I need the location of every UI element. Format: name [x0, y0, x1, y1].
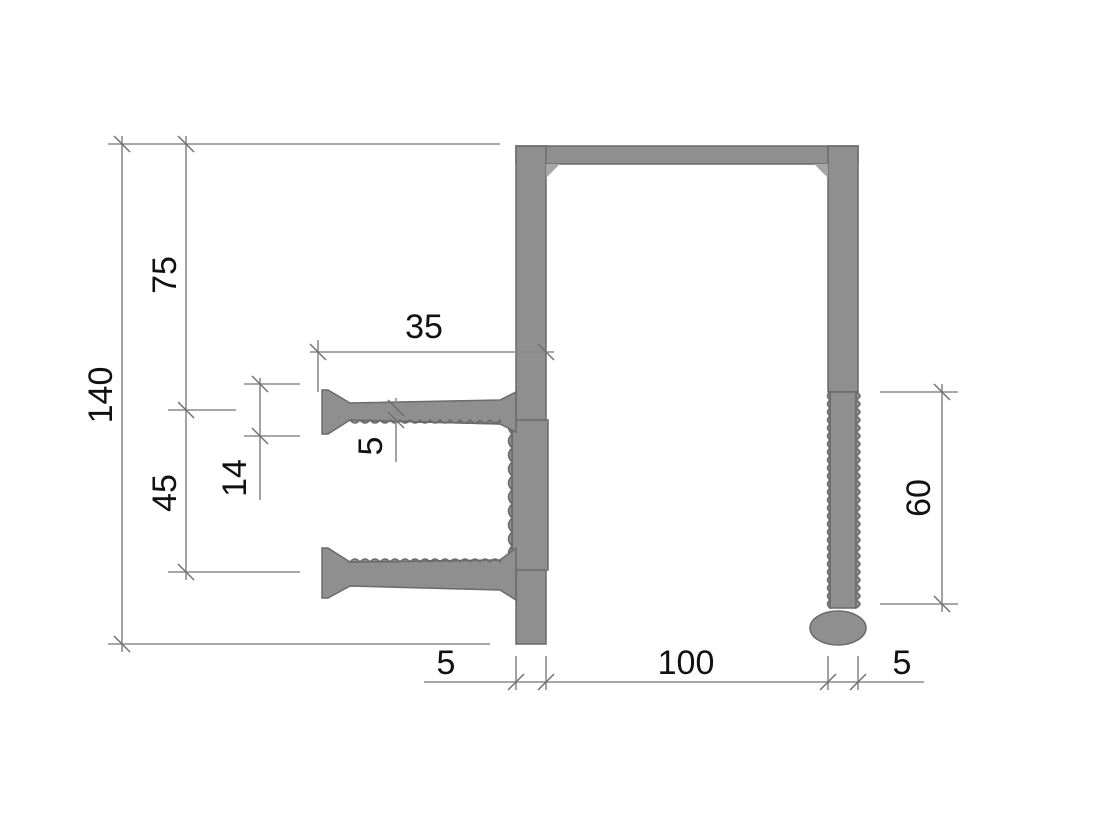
- dim-upper-lower-chain: 75 45: [146, 135, 300, 581]
- dim-flange-spacing: 14: [216, 375, 300, 500]
- rib-web: [511, 419, 549, 571]
- dim-flange-thickness-label: 5: [352, 437, 390, 456]
- anchor-rib-section: [507, 418, 549, 571]
- upper-flange-teeth: [348, 417, 501, 425]
- right-wall: [827, 145, 859, 393]
- dim-inner-width-label: 100: [658, 644, 715, 682]
- threaded-leg-core: [829, 391, 857, 609]
- dim-total-height: 140: [82, 135, 500, 653]
- dim-flange-width: 35: [309, 308, 555, 392]
- inner-corner-left: [546, 164, 560, 178]
- u-profile: [515, 145, 859, 645]
- dim-thread-length: 60: [880, 383, 958, 613]
- dim-thread-length-label: 60: [900, 479, 938, 517]
- dim-flange-spacing-label: 14: [216, 459, 254, 497]
- dim-flange-thickness: 5: [352, 398, 405, 462]
- end-bulb: [809, 610, 867, 646]
- lower-flange-teeth: [348, 558, 501, 565]
- upper-anchor-flange: [321, 389, 517, 435]
- top-flange: [515, 145, 859, 165]
- rib-teeth: [507, 418, 514, 570]
- threaded-leg: [809, 390, 867, 646]
- dim-flange-width-label: 35: [405, 308, 443, 346]
- lower-flange-body: [321, 546, 517, 602]
- upper-flange-body: [321, 389, 517, 435]
- dim-wall-left-label: 5: [437, 644, 456, 682]
- inner-corner-right: [814, 164, 828, 178]
- dim-total-height-label: 140: [82, 367, 120, 424]
- dim-upper-height-label: 75: [146, 256, 184, 294]
- lower-anchor-flange: [321, 546, 517, 602]
- dim-wall-right-label: 5: [893, 644, 912, 682]
- dim-lower-height-label: 45: [146, 474, 184, 512]
- dim-bottom-widths: 5 100 5: [424, 644, 924, 691]
- thread-teeth-right: [854, 390, 861, 610]
- thread-teeth-left: [826, 390, 832, 610]
